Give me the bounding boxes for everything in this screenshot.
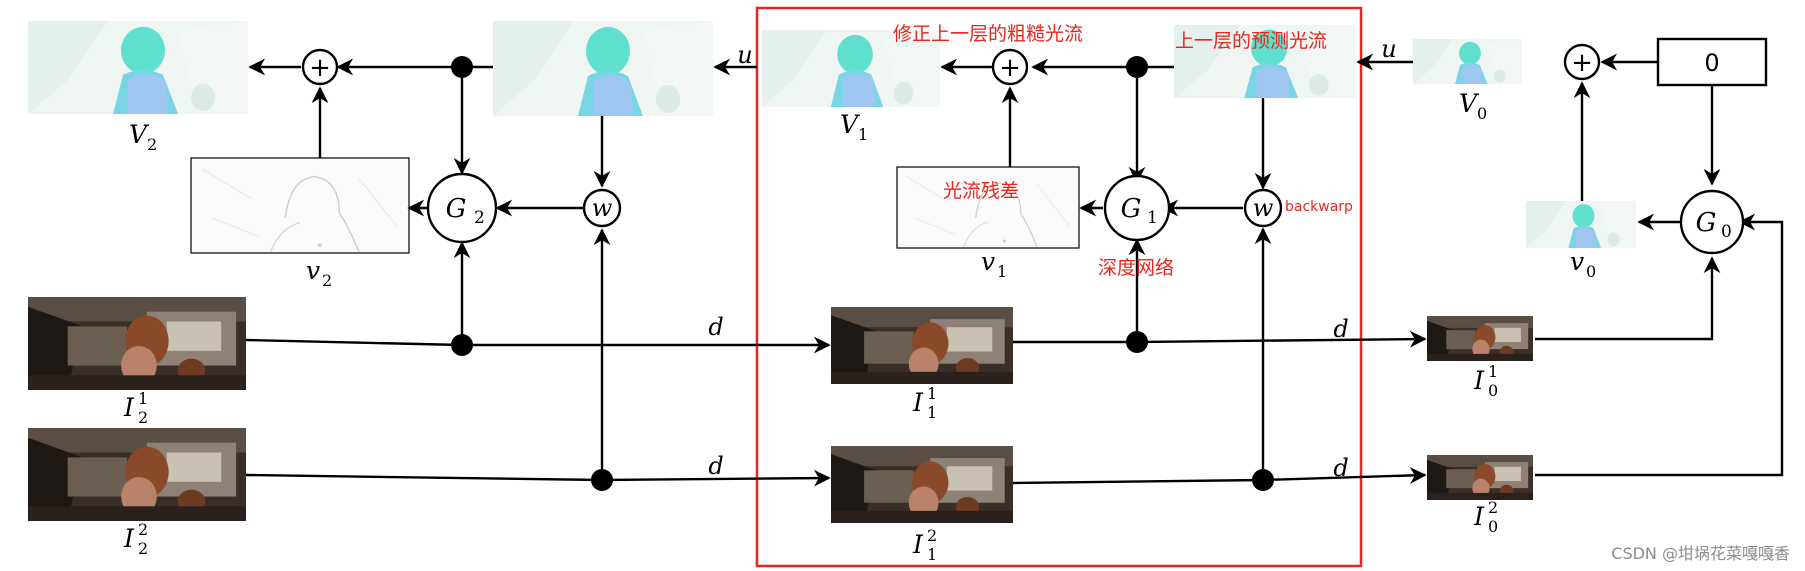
junction-dot	[1252, 469, 1274, 491]
V2-image	[28, 21, 248, 114]
junction-dot	[1126, 331, 1148, 353]
annotation-deep-network: 深度网络	[1098, 257, 1174, 279]
svg-text:1: 1	[138, 389, 148, 408]
svg-text:I: I	[912, 530, 924, 559]
warp-node-level2: w	[582, 188, 622, 228]
u-label-level1: u	[1381, 35, 1396, 63]
d-label: d	[1333, 454, 1348, 482]
d-label: d	[1333, 315, 1348, 343]
v0-image	[1526, 201, 1636, 248]
junction-dot	[451, 334, 473, 356]
svg-text:1: 1	[997, 262, 1007, 281]
svg-text:w: w	[1253, 194, 1274, 222]
v0-label: v 0	[1570, 247, 1596, 281]
annotation-prev-predicted-flow: 上一层的预测光流	[1175, 30, 1327, 52]
svg-text:V: V	[1459, 89, 1480, 118]
svg-text:2: 2	[138, 520, 148, 539]
I21-image	[28, 297, 246, 390]
plus-node-level2: +	[301, 48, 339, 86]
junction-dot	[451, 56, 473, 78]
svg-text:V: V	[840, 110, 861, 139]
svg-text:+: +	[309, 53, 331, 83]
junction-dot	[1126, 56, 1148, 78]
u-label-level2: u	[737, 41, 752, 69]
svg-text:+: +	[999, 53, 1021, 83]
svg-text:I: I	[912, 388, 924, 417]
highlight-box	[755, 6, 1363, 568]
svg-text:0: 0	[1488, 381, 1498, 400]
svg-text:I: I	[1473, 366, 1485, 395]
V0-label: V 0	[1459, 89, 1487, 123]
upsampled-flow-image-level2	[493, 21, 713, 116]
G0-node: G 0	[1679, 189, 1745, 255]
I22-label: I 2 2	[123, 520, 148, 558]
G1-node: G 1	[1103, 174, 1171, 242]
svg-text:1: 1	[858, 125, 868, 144]
svg-text:+: +	[1571, 48, 1593, 78]
I21-label: I 1 2	[123, 389, 148, 427]
svg-text:1: 1	[1488, 362, 1498, 381]
svg-text:G: G	[446, 194, 467, 224]
svg-text:2: 2	[1488, 498, 1498, 517]
svg-text:2: 2	[322, 271, 332, 290]
I11-label: I 1 1	[912, 384, 937, 422]
d-label: d	[708, 452, 723, 480]
svg-text:1: 1	[1147, 208, 1158, 228]
v1-frame	[896, 166, 1080, 249]
svg-text:0: 0	[1586, 262, 1596, 281]
svg-text:G: G	[1696, 208, 1717, 238]
junction-dot	[591, 469, 613, 491]
annotation-refine-coarse-flow: 修正上一层的粗糙光流	[893, 23, 1083, 45]
svg-text:2: 2	[474, 208, 485, 228]
V1-label: V 1	[840, 110, 868, 144]
svg-text:2: 2	[138, 539, 148, 558]
svg-text:2: 2	[147, 135, 157, 154]
svg-text:v: v	[981, 247, 995, 276]
I01-image	[1427, 316, 1533, 361]
svg-text:I: I	[123, 393, 135, 422]
I02-label: I 2 0	[1473, 498, 1498, 536]
svg-text:I: I	[1473, 502, 1485, 531]
V0-image	[1413, 39, 1522, 84]
I12-image	[831, 446, 1013, 523]
v2-image	[192, 159, 408, 252]
plus-node-level1: +	[991, 48, 1029, 86]
d-label: d	[708, 313, 723, 341]
watermark: CSDN @坩埚花菜嘎嘎香	[1611, 544, 1790, 563]
svg-text:1: 1	[927, 545, 937, 564]
svg-text:0: 0	[1488, 517, 1498, 536]
svg-text:G: G	[1121, 194, 1142, 224]
svg-text:0: 0	[1704, 49, 1719, 77]
svg-text:2: 2	[927, 526, 937, 545]
svg-text:1: 1	[927, 403, 937, 422]
svg-text:v: v	[306, 256, 320, 285]
plus-node-level0: +	[1563, 43, 1601, 81]
I22-image	[28, 428, 246, 521]
G2-node: G 2	[426, 172, 498, 244]
I02-image	[1427, 455, 1533, 500]
I12-label: I 2 1	[912, 526, 937, 564]
I11-image	[831, 307, 1013, 384]
svg-text:w: w	[592, 194, 613, 222]
warp-node-level1: w	[1243, 188, 1283, 228]
svg-text:1: 1	[927, 384, 937, 403]
svg-text:v: v	[1570, 247, 1584, 276]
svg-text:0: 0	[1477, 104, 1487, 123]
v2-label: v 2	[306, 256, 332, 290]
annotation-backwarp: backwarp	[1285, 199, 1353, 215]
v1-label: v 1	[981, 247, 1007, 281]
zero-box: 0	[1656, 37, 1768, 87]
annotation-flow-residual: 光流残差	[943, 180, 1019, 202]
I01-label: I 1 0	[1473, 362, 1498, 400]
svg-text:2: 2	[138, 408, 148, 427]
svg-text:0: 0	[1721, 222, 1732, 242]
svg-text:V: V	[129, 120, 150, 149]
svg-text:I: I	[123, 524, 135, 553]
V2-label: V 2	[129, 120, 157, 154]
